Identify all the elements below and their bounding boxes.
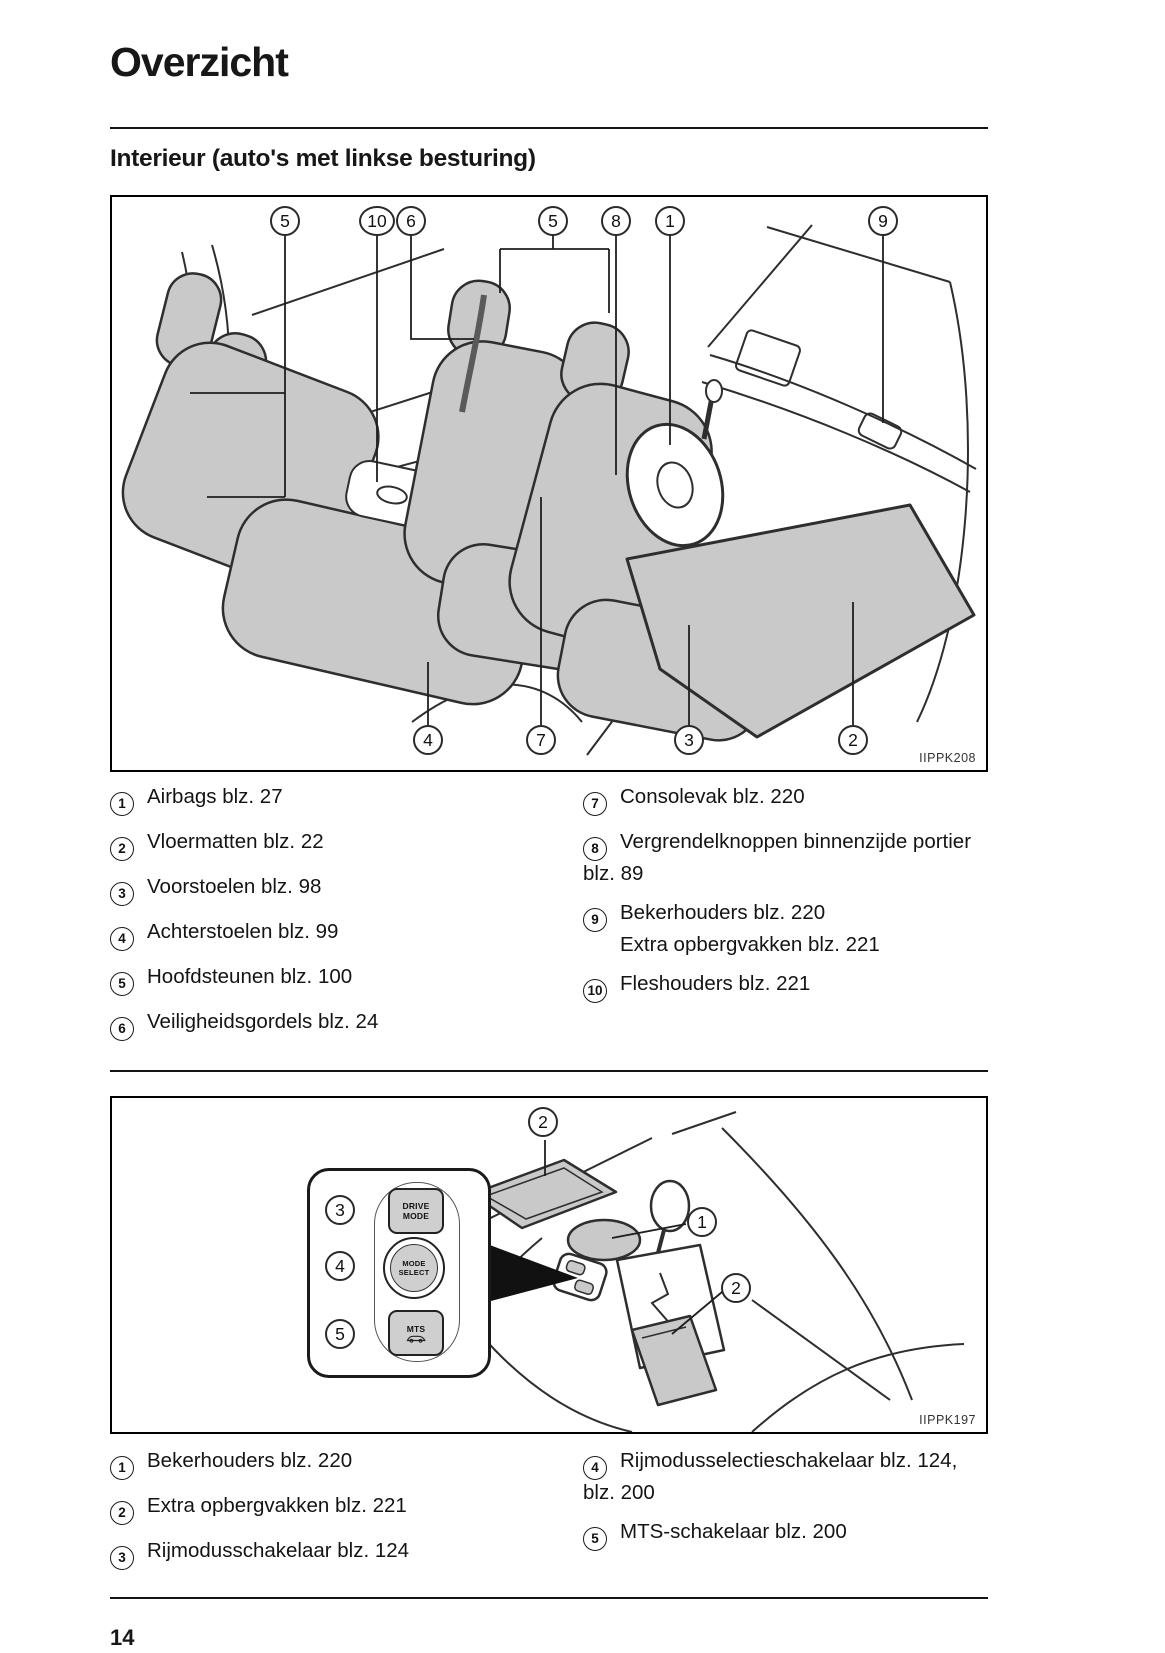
legend-item: 4 Achterstoelen blz. 99 bbox=[110, 919, 583, 952]
mts-label: MTS bbox=[406, 1323, 426, 1334]
page-number: 14 bbox=[110, 1625, 135, 1651]
callout-storage-top: 2 bbox=[528, 1107, 558, 1138]
callout-cupholders: 9 bbox=[868, 206, 898, 237]
mts-button: MTS bbox=[388, 1310, 444, 1357]
divider bbox=[110, 127, 988, 130]
callout-frontseats: 3 bbox=[674, 725, 704, 756]
circled-number: 9 bbox=[583, 908, 607, 933]
circled-number: 5 bbox=[110, 972, 134, 997]
divider bbox=[110, 1070, 988, 1073]
legend-label: Achterstoelen blz. 99 bbox=[147, 920, 339, 944]
callout-cupholder: 1 bbox=[687, 1207, 717, 1238]
legend-item: 5 Hoofdsteunen blz. 100 bbox=[110, 964, 583, 997]
legend-item: 3 Rijmodusschakelaar blz. 124 bbox=[110, 1538, 583, 1571]
drive-mode-label: DRIVE MODE bbox=[402, 1201, 430, 1222]
callout-floormats: 2 bbox=[838, 725, 868, 756]
callout-headrest-rear: 5 bbox=[270, 206, 300, 237]
legend-item: 10 Fleshouders blz. 221 bbox=[583, 971, 988, 1004]
callout-headrest-front: 5 bbox=[538, 206, 568, 237]
interior-illustration bbox=[121, 224, 977, 756]
callout-mts: 5 bbox=[325, 1319, 355, 1350]
console-figure: DRIVE MODE MODE SELECT MTS 2 3 4 5 1 2 I… bbox=[110, 1096, 988, 1435]
drive-mode-button: DRIVE MODE bbox=[388, 1188, 444, 1235]
legend-label-continued: Extra opbergvakken blz. 221 bbox=[620, 933, 880, 957]
callout-storage-lower: 2 bbox=[721, 1273, 751, 1304]
legend-item: 7 Consolevak blz. 220 bbox=[583, 784, 988, 817]
circled-number: 5 bbox=[583, 1527, 607, 1552]
legend-label: Rijmodusschakelaar blz. 124 bbox=[147, 1539, 410, 1563]
figure-code: IIPPK197 bbox=[919, 1413, 976, 1428]
circled-number: 4 bbox=[110, 927, 134, 952]
mode-select-dial: MODE SELECT bbox=[390, 1244, 438, 1293]
legend-label: Fleshouders blz. 221 bbox=[620, 972, 811, 996]
legend-item: 6 Veiligheidsgordels blz. 24 bbox=[110, 1009, 583, 1042]
mode-select-label: MODE SELECT bbox=[398, 1259, 430, 1278]
legend-label: Airbags blz. 27 bbox=[147, 785, 283, 809]
legend-label: Rijmodusselectieschakelaar blz. 124, blz… bbox=[583, 1449, 958, 1505]
section-title: Interieur (auto's met linkse besturing) bbox=[110, 145, 536, 173]
legend-item: 3 Voorstoelen blz. 98 bbox=[110, 874, 583, 907]
callout-drivemode: 3 bbox=[325, 1195, 355, 1226]
legend-label: Veiligheidsgordels blz. 24 bbox=[147, 1010, 379, 1034]
legend-label: Bekerhouders blz. 220 bbox=[620, 901, 826, 925]
legend-label: MTS-schakelaar blz. 200 bbox=[620, 1520, 847, 1544]
callout-airbags: 1 bbox=[655, 206, 685, 237]
legend-label: Hoofdsteunen blz. 100 bbox=[147, 965, 353, 989]
callout-rearseats: 4 bbox=[413, 725, 443, 756]
callout-modeselect: 4 bbox=[325, 1251, 355, 1282]
callout-seatbelt: 6 bbox=[396, 206, 426, 237]
legend-item: 5 MTS-schakelaar blz. 200 bbox=[583, 1519, 988, 1552]
legend-label: Extra opbergvakken blz. 221 bbox=[147, 1494, 407, 1518]
circled-number: 4 bbox=[583, 1456, 607, 1481]
legend-label: Vergrendelknoppen binnenzijde portier bl… bbox=[583, 830, 972, 886]
circled-number: 3 bbox=[110, 1546, 134, 1571]
legend-item: 1 Bekerhouders blz. 220 bbox=[110, 1448, 583, 1481]
legend-label: Voorstoelen blz. 98 bbox=[147, 875, 322, 899]
circled-number: 1 bbox=[110, 792, 134, 817]
figure-code: IIPPK208 bbox=[919, 751, 976, 766]
circled-number: 6 bbox=[110, 1017, 134, 1042]
circled-number: 3 bbox=[110, 882, 134, 907]
legend-label: Bekerhouders blz. 220 bbox=[147, 1449, 353, 1473]
callout-doorlock: 8 bbox=[601, 206, 631, 237]
circled-number: 1 bbox=[110, 1456, 134, 1481]
legend-item: 2 Vloermatten blz. 22 bbox=[110, 829, 583, 862]
callout-bottleholder: 10 bbox=[359, 206, 395, 237]
legend-label: Consolevak blz. 220 bbox=[620, 785, 805, 809]
legend-item: 2 Extra opbergvakken blz. 221 bbox=[110, 1493, 583, 1526]
legend-item: 9 Bekerhouders blz. 220 Extra opbergvakke… bbox=[583, 900, 988, 958]
legend-label: Vloermatten blz. 22 bbox=[147, 830, 324, 854]
console-legend: 1 Bekerhouders blz. 220 2 Extra opbergvakk… bbox=[110, 1448, 988, 1583]
page-title: Overzicht bbox=[110, 39, 289, 85]
callout-console: 7 bbox=[526, 725, 556, 756]
circled-number: 8 bbox=[583, 837, 607, 862]
legend-column-left: 1 Bekerhouders blz. 220 2 Extra opbergvakk… bbox=[110, 1448, 583, 1583]
console-illustration bbox=[361, 1111, 965, 1433]
circled-number: 2 bbox=[110, 1501, 134, 1526]
legend-item: 1 Airbags blz. 27 bbox=[110, 784, 583, 817]
interior-figure: 5 10 6 5 8 1 9 4 7 3 2 IIPPK208 bbox=[110, 195, 988, 773]
circled-number: 10 bbox=[583, 979, 607, 1004]
switch-panel-outline bbox=[374, 1182, 460, 1363]
divider bbox=[110, 1597, 988, 1600]
circled-number: 7 bbox=[583, 792, 607, 817]
circled-number: 2 bbox=[110, 837, 134, 862]
car-icon bbox=[406, 1335, 426, 1343]
mode-select-button: MODE SELECT bbox=[383, 1237, 445, 1300]
